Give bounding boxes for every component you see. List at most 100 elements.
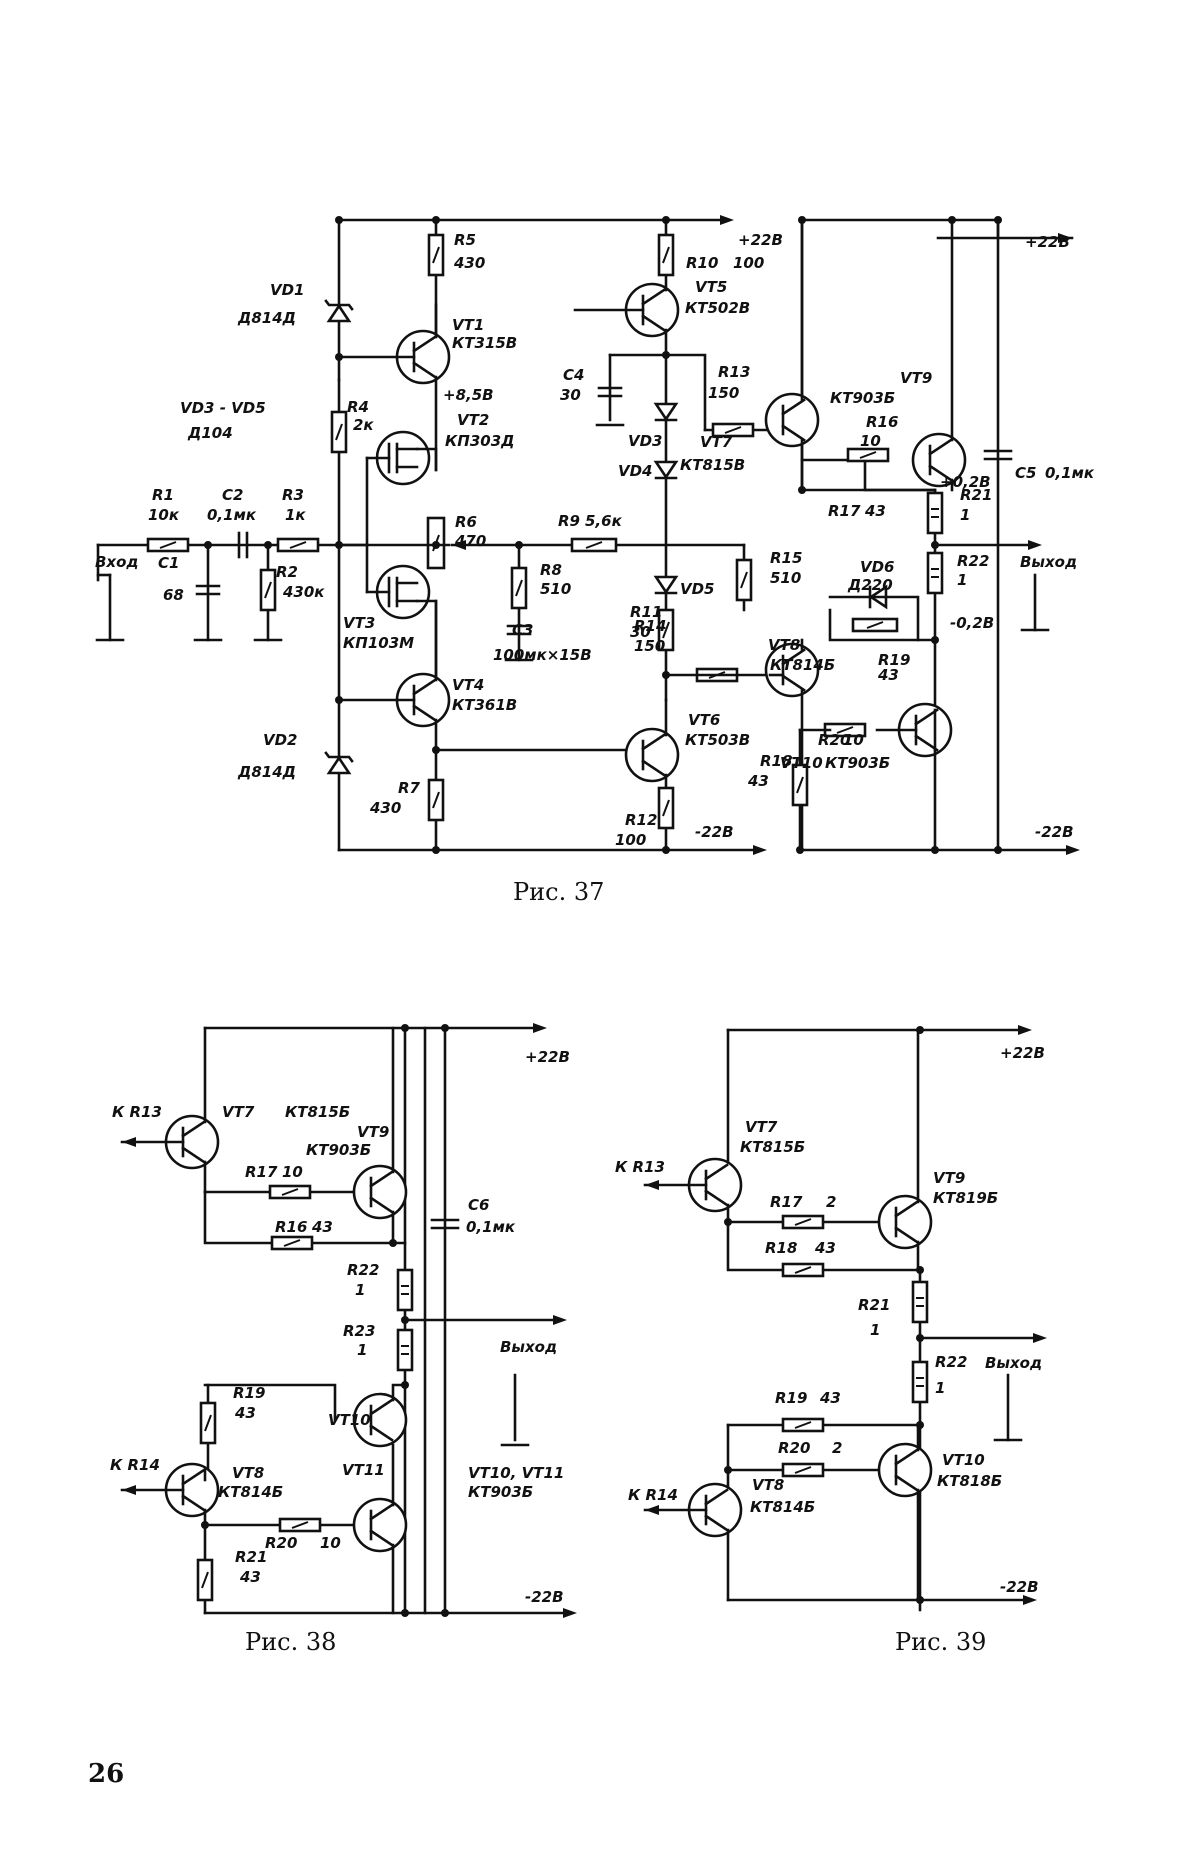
component-label: 10 [860, 432, 881, 450]
component-label: КТ814Б [770, 656, 835, 674]
component-label: К R13 [615, 1158, 665, 1176]
component-label: 43 [311, 1218, 333, 1236]
arrow-head [1028, 540, 1042, 550]
component-label: VT3 [343, 614, 375, 632]
component-label: 10 [282, 1163, 303, 1181]
low-ohm-resistor [928, 553, 942, 593]
junction-dot [916, 1266, 924, 1274]
transistor-body [766, 394, 818, 446]
component-label: КТ361В [452, 696, 517, 714]
component-label: R5 [454, 231, 476, 249]
figure-37-caption: Рис. 37 [513, 878, 604, 906]
component-label: 10к [148, 506, 180, 524]
diode [656, 404, 676, 419]
junction-dot [798, 486, 806, 494]
component-label: 510 [770, 569, 801, 587]
component-label: К R13 [112, 1103, 162, 1121]
component-label: R14 [634, 617, 666, 635]
component-label: 43 [814, 1239, 836, 1257]
component-label: R22 [347, 1261, 379, 1279]
component-label: КТ502В [685, 299, 750, 317]
component-label: 10 [320, 1534, 341, 1552]
junction-dot [401, 1024, 409, 1032]
arrow-head [645, 1180, 659, 1190]
component-label: VT4 [452, 676, 484, 694]
component-label: -22В [1000, 1578, 1039, 1596]
component-label: R22 [957, 552, 989, 570]
junction-dot [916, 1596, 924, 1604]
component-label: R6 [455, 513, 477, 531]
component-label: VT5 [695, 278, 727, 296]
component-label: VT11 [342, 1461, 385, 1479]
component-label: R17 [770, 1193, 803, 1211]
component-label: 68 [163, 586, 184, 604]
component-label: 1 [870, 1321, 880, 1339]
component-label: 2 [826, 1193, 836, 1211]
junction-dot [931, 541, 939, 549]
component-label: 43 [239, 1568, 261, 1586]
component-label: R12 [625, 811, 657, 829]
component-label: 43 [864, 502, 886, 520]
diode [656, 577, 676, 592]
junction-dot [335, 541, 343, 549]
junction-dot [201, 1521, 209, 1529]
component-label: 1 [960, 506, 970, 524]
component-label: К R14 [110, 1456, 160, 1474]
component-label: КТ814Б [750, 1498, 815, 1516]
component-label: Д814Д [237, 309, 296, 327]
component-label: VT1 [452, 316, 484, 334]
component-label: R21 [960, 486, 992, 504]
component-label: R18 [765, 1239, 797, 1257]
component-label: R21 [858, 1296, 890, 1314]
junction-dot [389, 1239, 397, 1247]
component-label: +22В [738, 231, 783, 249]
junction-dot [662, 351, 670, 359]
component-label: КТ903Б [830, 389, 895, 407]
component-label: 430 [453, 254, 485, 272]
component-label: VT10, VT11 [468, 1464, 564, 1482]
component-label: 1 [357, 1341, 367, 1359]
component-label: C4 [563, 366, 584, 384]
junction-dot [798, 216, 806, 224]
component-label: 100 [615, 831, 646, 849]
component-label: 43 [877, 666, 899, 684]
junction-dot [724, 1466, 732, 1474]
component-label: 2 [832, 1439, 842, 1457]
component-label: Выход [985, 1354, 1042, 1372]
component-label: КТ818Б [937, 1472, 1002, 1490]
junction-dot [441, 1024, 449, 1032]
arrow-head [563, 1608, 577, 1618]
component-label: VT2 [457, 411, 489, 429]
arrow-head [645, 1505, 659, 1515]
component-label: 100мк×15В [493, 646, 592, 664]
component-label: 5,6к [585, 512, 623, 530]
component-label: 430 [369, 799, 401, 817]
junction-dot [724, 1218, 732, 1226]
junction-dot [916, 1421, 924, 1429]
arrow-head [122, 1485, 136, 1495]
component-label: VT6 [688, 711, 720, 729]
component-label: R17 [245, 1163, 278, 1181]
component-label: VD6 [860, 558, 895, 576]
component-label: C6 [468, 1196, 489, 1214]
component-label: R19 [775, 1389, 807, 1407]
arrow-head [122, 1137, 136, 1147]
component-label: R1 [152, 486, 174, 504]
component-label: 43 [234, 1404, 256, 1422]
component-label: -22В [1035, 823, 1074, 841]
component-label: R7 [398, 779, 421, 797]
component-label: VT10 [328, 1411, 371, 1429]
transistor-body [354, 1499, 406, 1551]
junction-dot [515, 541, 523, 549]
junction-dot [931, 636, 939, 644]
component-label: R8 [540, 561, 562, 579]
component-label: 510 [540, 580, 571, 598]
component-label: C1 [158, 554, 179, 572]
component-label: VD4 [618, 462, 653, 480]
junction-dot [796, 846, 804, 854]
low-ohm-resistor [928, 493, 942, 533]
component-label: +22В [1000, 1044, 1045, 1062]
figure-39-schematic: +22В-22ВК R13К R14ВыходVT7КТ815БVT9КТ819… [615, 1025, 1047, 1610]
component-label: КТ503В [685, 731, 750, 749]
